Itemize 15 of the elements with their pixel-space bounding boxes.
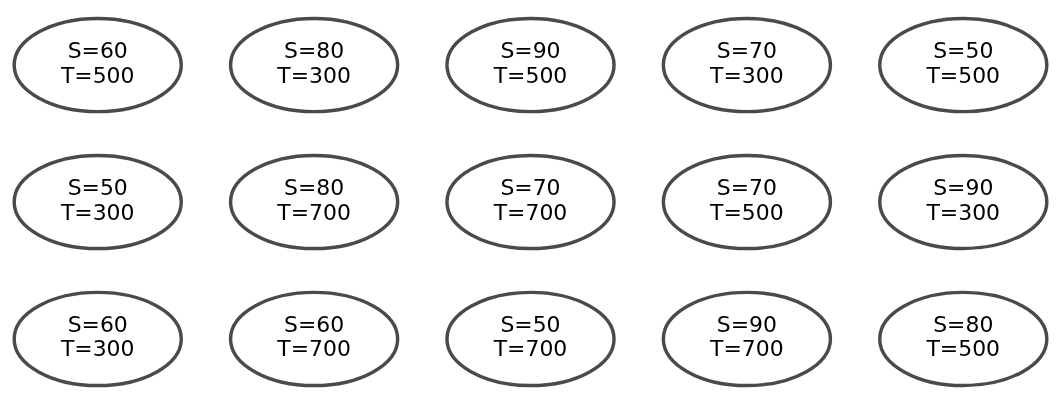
node-ellipse: S=60 T=300	[12, 290, 183, 388]
node-ellipse: S=70 T=500	[661, 153, 833, 251]
node-ellipse: S=90 T=700	[661, 290, 833, 388]
node-ellipse: S=90 T=500	[445, 16, 616, 114]
node-ellipse: S=70 T=700	[445, 153, 616, 251]
node-ellipse: S=90 T=300	[878, 153, 1049, 251]
node-ellipse: S=50 T=300	[12, 153, 183, 251]
node-ellipse: S=50 T=500	[878, 16, 1049, 114]
node-ellipse: S=80 T=700	[228, 153, 400, 251]
node-ellipse: S=80 T=500	[878, 290, 1049, 388]
node-ellipse: S=80 T=300	[228, 16, 400, 114]
node-ellipse: S=50 T=700	[445, 290, 616, 388]
node-ellipse: S=60 T=500	[12, 16, 183, 114]
node-ellipse: S=60 T=700	[228, 290, 400, 388]
node-ellipse: S=70 T=300	[661, 16, 833, 114]
